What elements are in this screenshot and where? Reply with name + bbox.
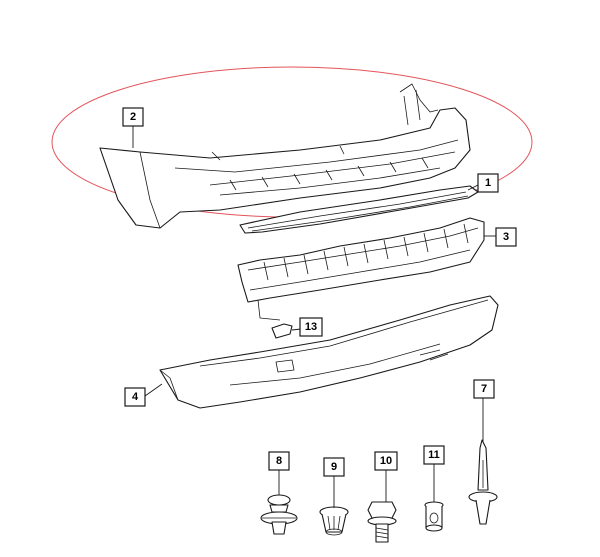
- leader-lines: [132, 124, 496, 508]
- callout-11: 11: [423, 445, 445, 465]
- callout-11-label: 11: [428, 449, 440, 461]
- callout-2-label: 2: [130, 111, 136, 123]
- part-upper-trim-strip[interactable]: [239, 185, 479, 234]
- callout-13: 13: [299, 317, 323, 337]
- callout-13-label: 13: [305, 321, 317, 333]
- callout-1-label: 1: [485, 177, 491, 189]
- part-push-rivet[interactable]: [468, 439, 498, 525]
- callout-8-label: 8: [276, 455, 282, 467]
- callout-8: 8: [268, 451, 290, 471]
- part-snap-clip-9[interactable]: [319, 506, 349, 536]
- callout-2: 2: [122, 107, 144, 127]
- callout-4-label: 4: [132, 391, 139, 403]
- callout-3: 3: [495, 227, 517, 247]
- callout-1: 1: [477, 173, 499, 193]
- callout-4: 4: [124, 387, 146, 407]
- callout-10-label: 10: [380, 455, 392, 467]
- callout-9: 9: [323, 457, 345, 477]
- callout-10: 10: [374, 451, 398, 471]
- callout-7-label: 7: [481, 383, 487, 395]
- part-bumper-reinforcement[interactable]: [237, 217, 485, 321]
- part-bolt-10[interactable]: [367, 501, 397, 543]
- part-bumper-fascia[interactable]: [99, 83, 471, 229]
- callout-7: 7: [473, 379, 495, 399]
- callout-9-label: 9: [331, 461, 337, 473]
- callout-3-label: 3: [503, 231, 509, 243]
- part-push-pin-8[interactable]: [260, 494, 298, 535]
- part-rivet-nut-11[interactable]: [424, 501, 444, 532]
- part-small-cap[interactable]: [271, 323, 293, 339]
- part-lower-fascia[interactable]: [159, 295, 499, 409]
